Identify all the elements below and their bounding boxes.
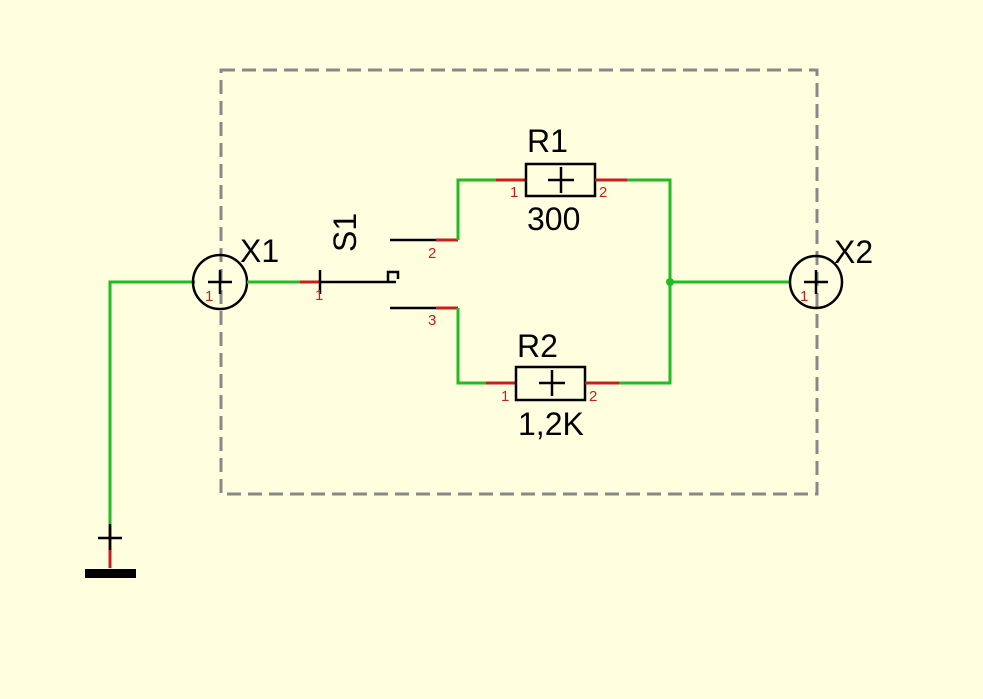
wire-r2-junction[interactable] bbox=[619, 282, 672, 385]
wire-s1-r2[interactable] bbox=[456, 308, 486, 385]
r2-ref-label: R2 bbox=[517, 328, 558, 364]
s1-pin1-label: 1 bbox=[315, 287, 323, 304]
wire-r1-junction[interactable] bbox=[627, 178, 672, 282]
x2-ref-label: X2 bbox=[834, 234, 873, 270]
s1-pin2-label: 2 bbox=[428, 245, 436, 262]
r2-pin1-label: 1 bbox=[501, 388, 509, 405]
r2-pin2-label: 2 bbox=[589, 388, 597, 405]
x1-ref-label: X1 bbox=[240, 233, 279, 269]
r1-ref-label: R1 bbox=[527, 123, 568, 159]
junction-dot bbox=[666, 278, 674, 286]
ground-wire[interactable] bbox=[108, 280, 195, 527]
wire-s1-r1[interactable] bbox=[456, 178, 496, 240]
resistor-r2[interactable]: R2 1,2K 1 2 bbox=[486, 328, 619, 442]
s1-ref-label: S1 bbox=[327, 213, 363, 252]
ground-icon[interactable] bbox=[85, 524, 136, 578]
x1-pin1-label: 1 bbox=[205, 288, 213, 305]
s1-pin3-label: 3 bbox=[428, 312, 436, 329]
r1-value-label: 300 bbox=[527, 201, 580, 237]
resistor-r1[interactable]: R1 300 1 2 bbox=[496, 123, 627, 237]
connector-x2[interactable]: X2 1 bbox=[788, 234, 873, 310]
r2-value-label: 1,2K bbox=[518, 406, 584, 442]
r1-pin1-label: 1 bbox=[510, 184, 518, 201]
switch-s1[interactable]: S1 1 2 3 bbox=[300, 213, 458, 329]
x2-pin1-label: 1 bbox=[800, 288, 808, 305]
connector-x1[interactable]: X1 1 bbox=[191, 233, 279, 311]
r1-pin2-label: 2 bbox=[599, 184, 607, 201]
